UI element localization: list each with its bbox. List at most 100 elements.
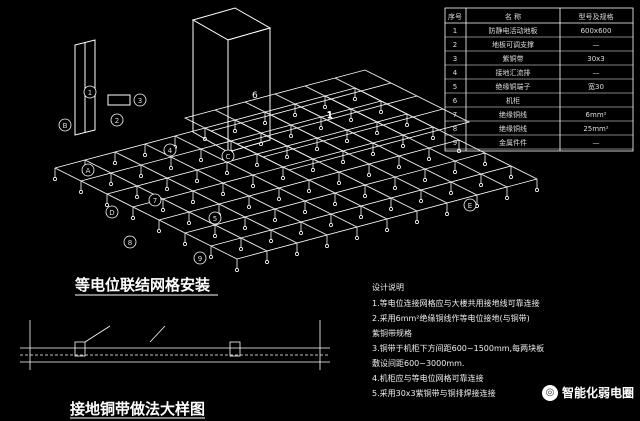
support-foot xyxy=(370,151,375,156)
support-foot xyxy=(262,121,267,126)
grid-line xyxy=(84,159,268,252)
support-foot xyxy=(298,230,303,235)
support-foot xyxy=(508,174,513,179)
callout-circle xyxy=(110,113,124,127)
note-line: 2.采用6mm²绝缘铜线作等电位接地(与铜带) xyxy=(372,313,530,323)
note-line: 3.铜带于机柜下方间距600~1500mm,每两块板 xyxy=(372,343,544,353)
note-line: 敷设间距600~3000mm. xyxy=(372,358,464,368)
support-foot xyxy=(220,191,225,196)
table-cell: 6 xyxy=(453,97,458,105)
panel-seam xyxy=(244,101,350,155)
support-foot xyxy=(234,267,239,272)
table-cell: 接地汇流排 xyxy=(496,68,531,77)
support-foot xyxy=(358,214,363,219)
support-foot xyxy=(212,233,217,238)
support-foot xyxy=(138,173,143,178)
support-foot xyxy=(354,235,359,240)
grid-line xyxy=(144,143,328,236)
support-foot xyxy=(194,178,199,183)
support-foot xyxy=(418,198,423,203)
panel-seam xyxy=(214,109,320,163)
support-foot xyxy=(264,259,269,264)
table-cell: 绝缘铜线 xyxy=(499,124,527,133)
callout-label: 5 xyxy=(213,215,217,223)
support-foot xyxy=(258,141,263,146)
callout-label: D xyxy=(109,209,114,217)
support-foot xyxy=(250,183,255,188)
note-line: 4.机柜应与等电位网格可靠连接 xyxy=(372,373,484,383)
table-cell: 金属件件 xyxy=(499,138,527,147)
table-cell: — xyxy=(593,139,600,147)
support-foot xyxy=(109,181,114,186)
support-foot xyxy=(504,195,509,200)
callout-circle xyxy=(83,85,97,99)
support-foot xyxy=(374,130,379,135)
table-cell: 防静电活动地板 xyxy=(489,26,538,35)
table-cell: 3 xyxy=(453,55,457,63)
support-foot xyxy=(160,207,165,212)
support-foot xyxy=(344,138,349,143)
support-foot xyxy=(142,152,147,157)
support-foot xyxy=(292,113,297,118)
floor-label: 1 xyxy=(327,111,333,121)
support-foot xyxy=(396,164,401,169)
support-foot xyxy=(306,188,311,193)
support-foot xyxy=(340,159,345,164)
support-foot xyxy=(238,246,243,251)
callout-label: 4 xyxy=(168,147,173,155)
note-line: 紫铜带规格 xyxy=(372,328,412,338)
support-foot xyxy=(362,193,367,198)
copper-strip-detail xyxy=(20,320,330,370)
table-cell: 1 xyxy=(453,27,457,35)
callout-circle xyxy=(463,198,477,212)
support-foot xyxy=(348,118,353,123)
support-foot xyxy=(208,254,213,259)
support-foot xyxy=(422,177,427,182)
support-foot xyxy=(156,228,161,233)
table-cell: 紫铜带 xyxy=(503,54,524,63)
support-foot xyxy=(53,176,58,181)
callout-circle xyxy=(193,251,207,265)
table-header-cell: 型号及规格 xyxy=(579,12,614,21)
callout-circle xyxy=(208,211,222,225)
support-foot xyxy=(113,160,118,165)
callout-circle xyxy=(81,163,95,177)
notes-heading: 设计说明 xyxy=(372,282,404,292)
callout-circle xyxy=(105,205,119,219)
support-foot xyxy=(186,220,191,225)
support-foot xyxy=(318,126,323,131)
support-foot xyxy=(336,180,341,185)
support-foot xyxy=(134,194,139,199)
support-foot xyxy=(242,225,247,230)
support-foot xyxy=(366,172,371,177)
support-foot xyxy=(392,185,397,190)
table-cell: 5 xyxy=(453,83,457,91)
main-title: 等电位联结网格安装 xyxy=(75,276,211,294)
grid-line xyxy=(174,135,358,228)
table-cell: 8 xyxy=(453,125,457,133)
support-foot xyxy=(430,135,435,140)
support-foot xyxy=(105,202,110,207)
support-foot xyxy=(310,167,315,172)
note-line: 5.采用30x3紫铜带与铜排焊接连接 xyxy=(372,388,496,398)
panel-seam xyxy=(304,85,410,139)
table-cell: 25mm² xyxy=(583,125,609,133)
support-foot xyxy=(426,156,431,161)
table-cell: 宽30 xyxy=(588,82,604,91)
support-foot xyxy=(224,170,229,175)
cabinet-label: 6 xyxy=(252,91,258,101)
table-cell: 30x3 xyxy=(587,55,605,63)
support-foot xyxy=(448,190,453,195)
table-cell: — xyxy=(593,41,600,49)
support-foot xyxy=(232,128,237,133)
support-foot xyxy=(452,169,457,174)
callout-label: 9 xyxy=(198,255,202,263)
support-foot xyxy=(276,196,281,201)
watermark: ◎ 智能化弱电圈 xyxy=(541,384,634,401)
support-foot xyxy=(280,175,285,180)
support-foot xyxy=(384,227,389,232)
support-foot xyxy=(324,243,329,248)
